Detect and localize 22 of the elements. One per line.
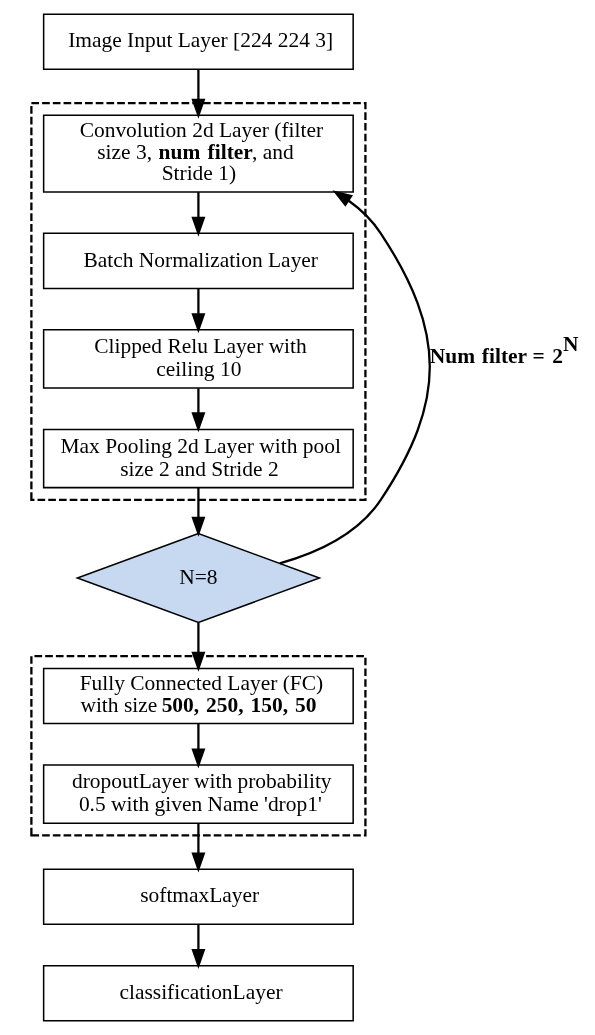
arrow — [190, 823, 205, 873]
node-box: Max Pooling 2d Layer with pool size 2 and Stride 2 — [42, 428, 354, 489]
node-diamond: N=8 — [74, 532, 322, 624]
arrow — [190, 69, 205, 119]
arrow — [190, 288, 205, 334]
cluster — [29, 101, 367, 502]
arrow — [190, 924, 205, 969]
node-box: Convolution 2d Layer (filter size 3, num filter, and Stride 1) — [42, 114, 354, 193]
arrow — [190, 487, 205, 537]
arrow — [190, 192, 205, 237]
node-box: Clipped Relu Layer with ceiling 10 — [42, 329, 354, 389]
node-box: Batch Normalization Layer — [42, 232, 354, 290]
arrow — [190, 623, 205, 672]
node-box: softmaxLayer — [42, 868, 354, 926]
cluster — [29, 655, 367, 837]
arrow — [190, 724, 205, 769]
node-box: dropoutLayer with probability 0.5 with given Name 'drop1' — [42, 764, 354, 824]
arrow — [278, 190, 431, 565]
node-box: Image Input Layer [224 224 3] — [42, 13, 354, 71]
node-box: classificationLayer — [42, 964, 354, 1022]
node-box: Fully Connected Layer (FC) with size 500, 250, 150, 50 — [42, 667, 354, 725]
arrow — [190, 388, 205, 433]
